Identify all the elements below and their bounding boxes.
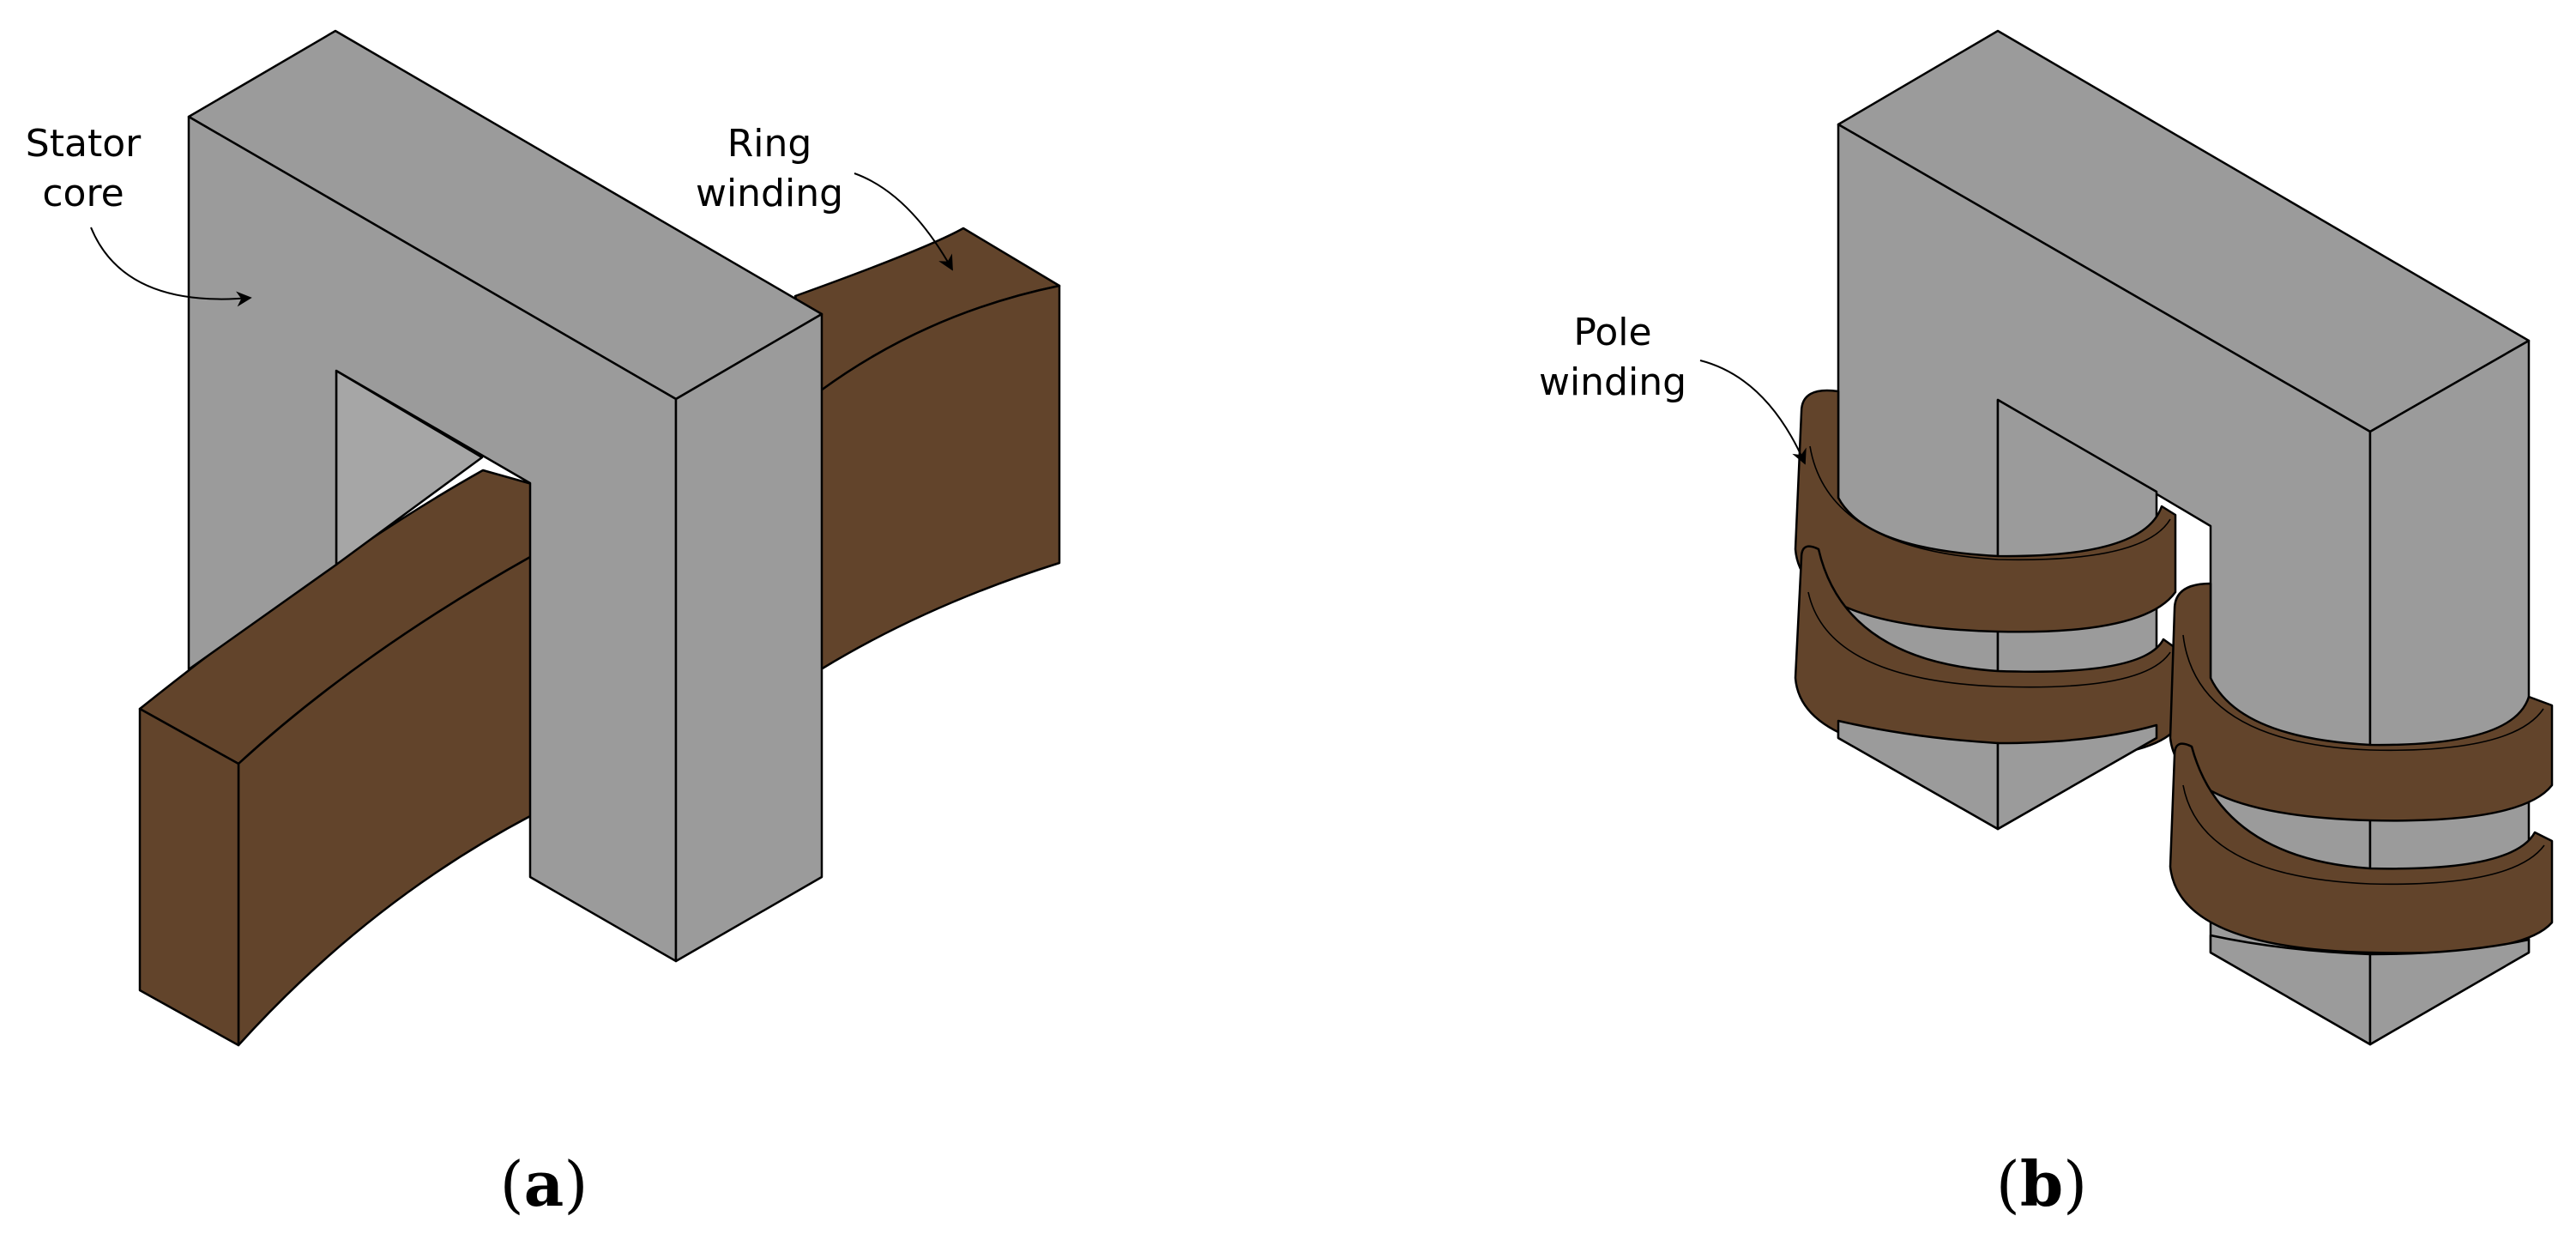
- panel-b: Pole winding (b): [1539, 29, 2554, 1220]
- stator-core-leader-arrow: [90, 227, 252, 307]
- label-stator-core-line2: core: [42, 172, 124, 215]
- label-stator-core: Stator core: [26, 122, 142, 215]
- ring-winding-leader-arrow: [854, 172, 953, 271]
- label-ring-winding: Ring winding: [696, 122, 843, 215]
- caption-a-close: ): [564, 1148, 588, 1220]
- label-stator-core-line1: Stator: [26, 122, 142, 166]
- ring-winding-front: [138, 469, 534, 1047]
- pole-tip-right: [2209, 934, 2531, 1046]
- pole-winding-left-coil-1: [1794, 389, 2177, 633]
- caption-b: (b): [1996, 1147, 2088, 1220]
- label-ring-winding-line1: Ring: [727, 122, 812, 166]
- caption-b-letter: b: [2020, 1147, 2063, 1220]
- panel-a: Stator core Ring winding (a): [26, 29, 1061, 1220]
- caption-a-letter: a: [524, 1147, 564, 1220]
- ring-winding-back: [793, 227, 1061, 671]
- label-pole-winding-line1: Pole: [1573, 311, 1651, 354]
- label-pole-winding: Pole winding: [1539, 311, 1686, 404]
- pole-tip-left: [1837, 719, 2158, 831]
- stator-core-a: [187, 29, 823, 963]
- caption-a: (a): [500, 1147, 588, 1220]
- label-pole-winding-line2: winding: [1539, 360, 1686, 404]
- label-ring-winding-line2: winding: [696, 172, 843, 215]
- caption-a-open: (: [500, 1148, 524, 1220]
- caption-b-close: ): [2063, 1148, 2087, 1220]
- pole-winding-right-coil-2: [2169, 742, 2554, 954]
- pole-winding-leader-arrow: [1699, 360, 1807, 465]
- caption-b-open: (: [1996, 1148, 2020, 1220]
- pole-winding-right-coil-1: [2169, 582, 2554, 822]
